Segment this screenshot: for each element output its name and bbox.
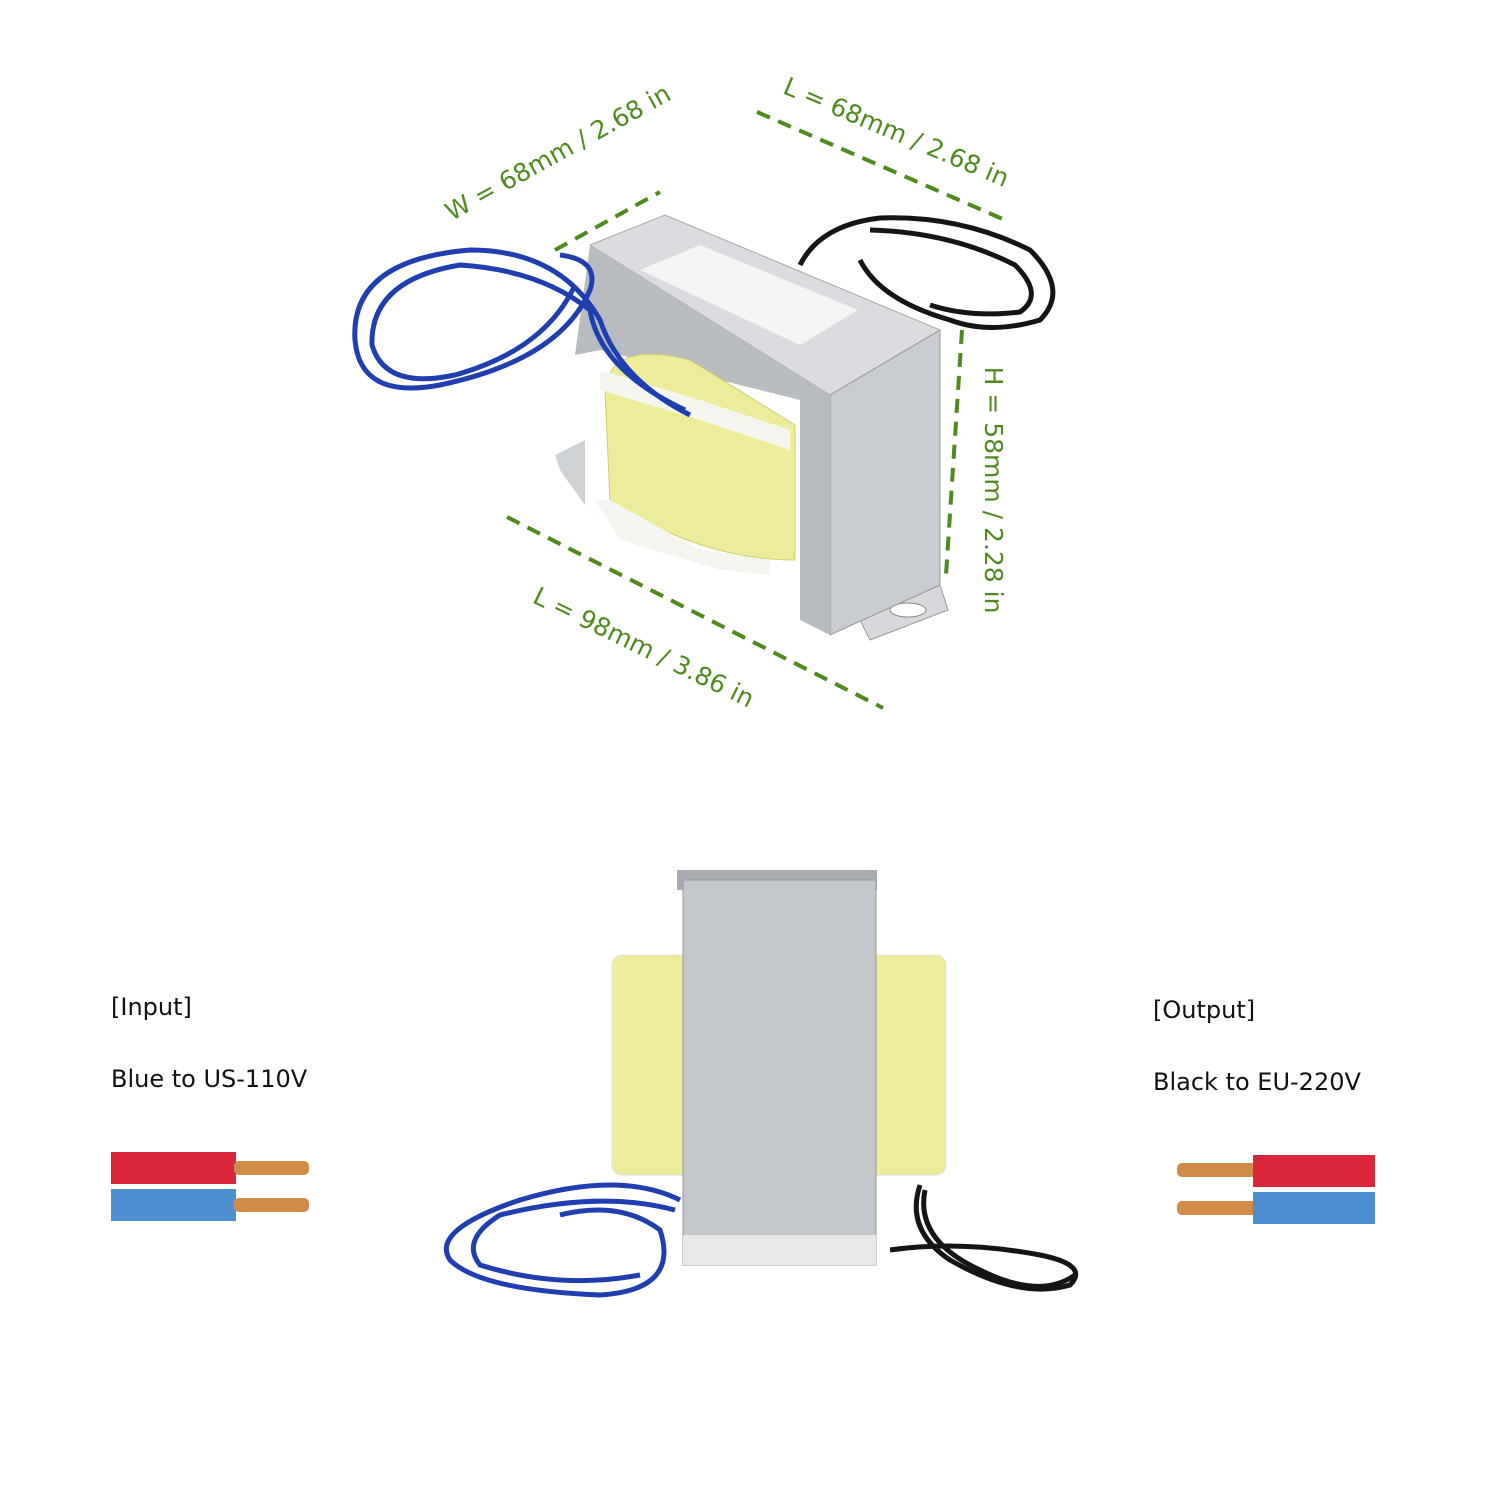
dimension-lines — [506, 110, 1006, 710]
input-description: Blue to US-110V — [111, 1065, 308, 1093]
output-description: Black to EU-220V — [1153, 1068, 1361, 1096]
output-heading: [Output] — [1153, 996, 1256, 1024]
black-wire — [797, 215, 1056, 330]
input-heading: [Input] — [111, 993, 192, 1021]
output-wires-icon — [1177, 1155, 1375, 1224]
black-wire-front — [889, 1184, 1079, 1292]
transformer-front — [611, 870, 947, 1266]
input-wires-icon — [111, 1152, 309, 1221]
blue-wire-front — [443, 1182, 682, 1298]
blue-wire — [352, 247, 692, 418]
transformer-perspective — [555, 214, 949, 641]
height-dimension-label: H = 58mm / 2.28 in — [979, 367, 1008, 614]
length-top-dimension-label: L = 68mm / 2.68 in — [779, 72, 1013, 193]
length-bottom-dimension-label: L = 98mm / 3.86 in — [529, 581, 759, 713]
